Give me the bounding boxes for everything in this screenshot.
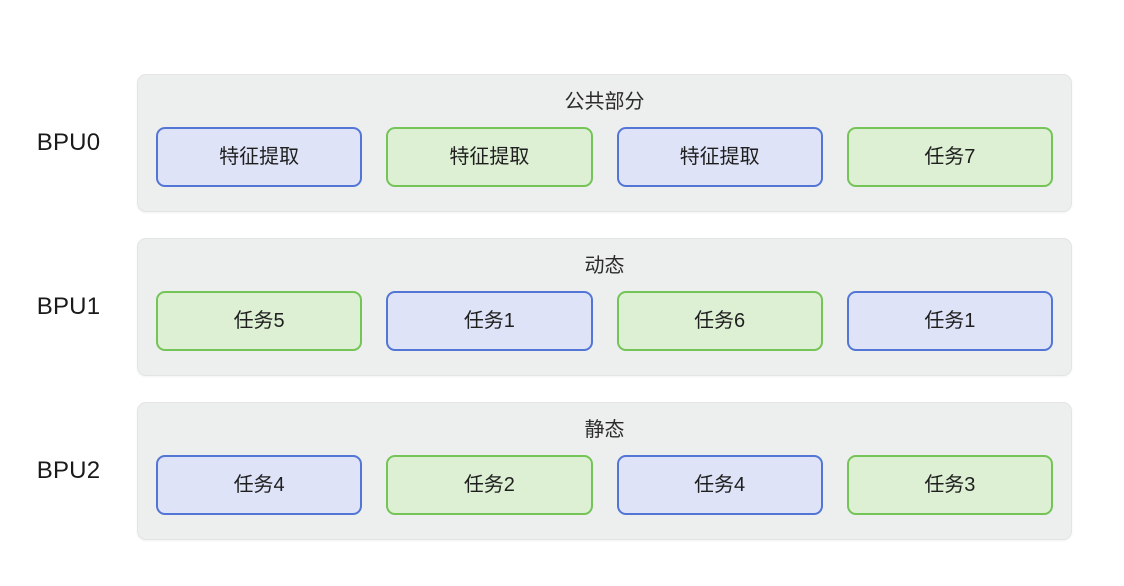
- task-block[interactable]: 任务7: [846, 127, 1053, 187]
- bpu-group-0: 公共部分 特征提取 特征提取 特征提取 任务7: [137, 74, 1072, 212]
- bpu-label-1: BPU1: [36, 293, 101, 320]
- task-block[interactable]: 特征提取: [156, 127, 363, 187]
- task-block[interactable]: 任务4: [616, 455, 823, 515]
- block-list-0: 特征提取 特征提取 特征提取 任务7: [156, 119, 1053, 195]
- bpu-label-0: BPU0: [36, 129, 101, 156]
- task-block[interactable]: 任务6: [616, 291, 823, 351]
- group-title-1: 动态: [584, 255, 625, 277]
- bpu-label-2: BPU2: [36, 457, 101, 484]
- bpu-row-1: BPU1 动态 任务5 任务1 任务6 任务1: [0, 238, 1072, 376]
- group-title-2: 静态: [584, 419, 625, 441]
- task-block[interactable]: 任务2: [386, 455, 593, 515]
- block-list-2: 任务4 任务2 任务4 任务3: [156, 447, 1053, 523]
- task-block[interactable]: 任务1: [386, 291, 593, 351]
- group-title-0: 公共部分: [564, 91, 645, 113]
- task-block[interactable]: 特征提取: [616, 127, 823, 187]
- task-block[interactable]: 任务3: [846, 455, 1053, 515]
- block-list-1: 任务5 任务1 任务6 任务1: [156, 283, 1053, 359]
- task-block[interactable]: 任务5: [156, 291, 363, 351]
- task-block[interactable]: 任务4: [156, 455, 363, 515]
- task-block[interactable]: 特征提取: [386, 127, 593, 187]
- bpu-row-2: BPU2 静态 任务4 任务2 任务4 任务3: [0, 402, 1072, 540]
- bpu-group-2: 静态 任务4 任务2 任务4 任务3: [137, 402, 1072, 540]
- task-block[interactable]: 任务1: [846, 291, 1053, 351]
- bpu-row-0: BPU0 公共部分 特征提取 特征提取 特征提取 任务7: [0, 74, 1072, 212]
- bpu-group-1: 动态 任务5 任务1 任务6 任务1: [137, 238, 1072, 376]
